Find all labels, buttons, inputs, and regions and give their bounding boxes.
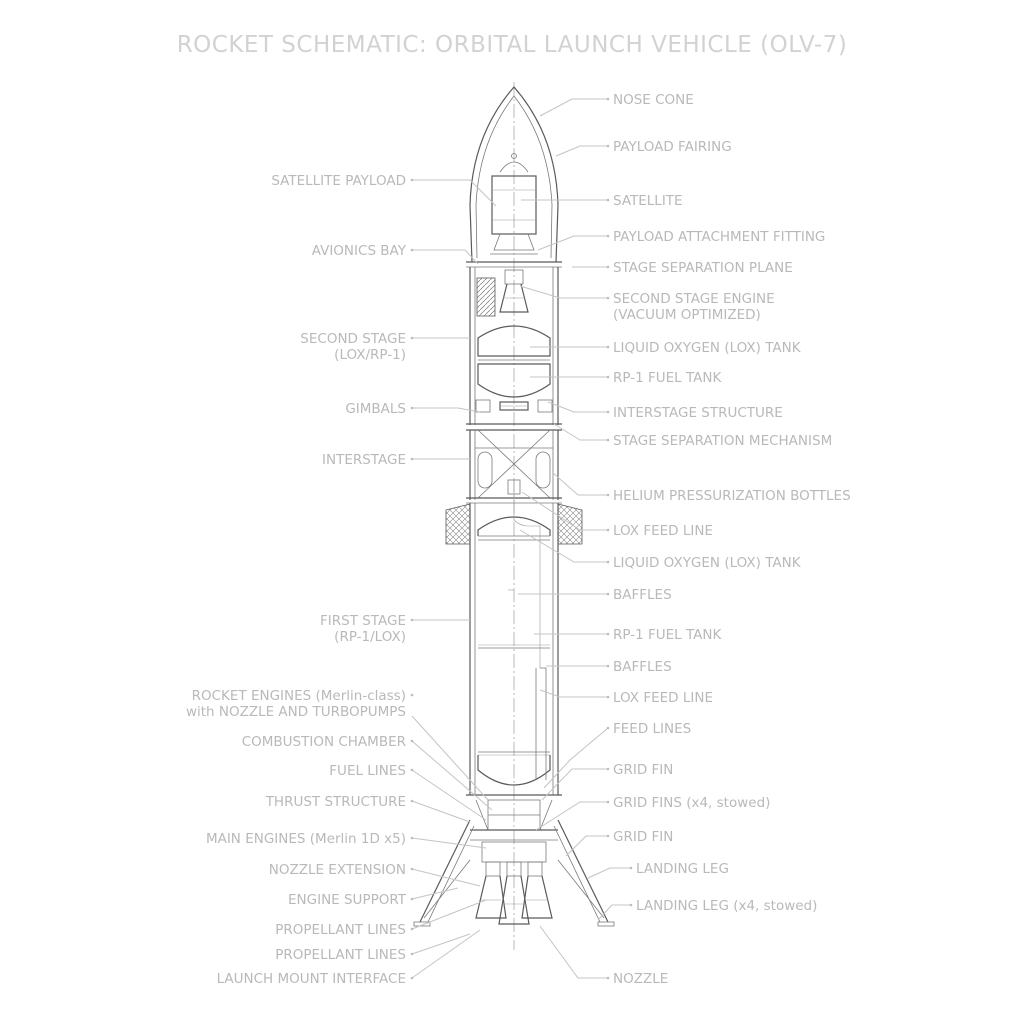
leader-dot	[606, 632, 610, 636]
label-launch-mount-interface: LAUNCH MOUNT INTERFACE	[217, 971, 406, 987]
label-thrust-structure: THRUST STRUCTURE	[265, 794, 406, 810]
leader-dot	[606, 726, 610, 730]
leader-dot	[410, 927, 414, 931]
label-landing-leg-stowed: LANDING LEG (x4, stowed)	[636, 898, 817, 914]
gimbals-outline	[475, 399, 553, 413]
label-satellite-payload: SATELLITE PAYLOAD	[271, 173, 406, 189]
label-satellite: SATELLITE	[613, 193, 683, 209]
upper-rp1-tank	[477, 363, 551, 398]
leader-lines	[411, 98, 632, 979]
label-engine-support: ENGINE SUPPORT	[288, 892, 407, 908]
label-nose-cone: NOSE CONE	[613, 92, 694, 108]
label-grid-fin-1: GRID FIN	[613, 762, 673, 778]
label-second-stage: SECOND STAGE(LOX/RP-1)	[300, 331, 406, 363]
label-propellant-lines-2: PROPELLANT LINES	[275, 947, 406, 963]
leader-dot	[410, 976, 414, 980]
leader-dot	[410, 768, 414, 772]
label-nozzle: NOZZLE	[613, 971, 668, 987]
label-rp1-fuel-tank-lower: RP-1 FUEL TANK	[613, 627, 722, 643]
leader-dot	[410, 897, 414, 901]
label-first-stage: FIRST STAGE(RP-1/LOX)	[320, 613, 406, 645]
label-landing-leg: LANDING LEG	[636, 861, 729, 877]
leader-dot	[410, 336, 414, 340]
leader-dot	[410, 836, 414, 840]
label-lox-feed-line-lower: LOX FEED LINE	[613, 690, 713, 706]
leader-dot	[606, 592, 610, 596]
leader-dot	[606, 375, 610, 379]
leader-dot	[606, 560, 610, 564]
label-lox-tank-upper: LIQUID OXYGEN (LOX) TANK	[613, 340, 802, 356]
leader-dot	[606, 97, 610, 101]
leader-dot	[606, 528, 610, 532]
leader-dot	[410, 406, 414, 410]
label-propellant-lines-1: PROPELLANT LINES	[275, 922, 406, 938]
leader-dot	[606, 976, 610, 980]
leader-dot	[606, 664, 610, 668]
label-interstage: INTERSTAGE	[322, 452, 406, 468]
avionics-bay-box	[476, 277, 496, 317]
leader-dot	[629, 866, 633, 870]
label-grid-fin-2: GRID FIN	[613, 829, 673, 845]
label-payload-fairing: PAYLOAD FAIRING	[613, 139, 732, 155]
diagram-title: ROCKET SCHEMATIC: ORBITAL LAUNCH VEHICLE…	[177, 32, 848, 58]
leader-dot	[606, 410, 610, 414]
label-feed-lines: FEED LINES	[613, 721, 691, 737]
leader-dot	[410, 952, 414, 956]
label-interstage-structure: INTERSTAGE STRUCTURE	[613, 405, 783, 421]
grid-fin-left	[445, 503, 471, 545]
landing-legs-outline	[413, 819, 615, 927]
leader-dot	[606, 767, 610, 771]
labels-right: NOSE CONE PAYLOAD FAIRING SATELLITE PAYLOAD…	[606, 92, 851, 987]
label-payload-attachment-fitting: PAYLOAD ATTACHMENT FITTING	[613, 229, 825, 245]
label-rocket-engines: ROCKET ENGINES (Merlin-class)with NOZZLE…	[186, 688, 406, 720]
label-baffles-upper: BAFFLES	[613, 587, 672, 603]
rocket-drawing	[413, 82, 615, 950]
label-rp1-fuel-tank-upper: RP-1 FUEL TANK	[613, 370, 722, 386]
leader-dot	[606, 296, 610, 300]
label-stage-separation-mechanism: STAGE SEPARATION MECHANISM	[613, 433, 832, 449]
leader-dot	[410, 799, 414, 803]
label-lox-tank-lower: LIQUID OXYGEN (LOX) TANK	[613, 555, 802, 571]
label-stage-separation-plane: STAGE SEPARATION PLANE	[613, 260, 793, 276]
label-avionics-bay: AVIONICS BAY	[312, 243, 407, 259]
leader-dot	[410, 178, 414, 182]
label-combustion-chamber: COMBUSTION CHAMBER	[242, 734, 406, 750]
payload-fairing-outline	[469, 86, 559, 263]
leader-dot	[410, 618, 414, 622]
satellite-outline	[490, 153, 538, 255]
labels-left: SATELLITE PAYLOAD AVIONICS BAY SECOND STAG…	[186, 173, 414, 987]
leader-dot	[410, 739, 414, 743]
label-fuel-lines: FUEL LINES	[329, 763, 406, 779]
label-nozzle-extension: NOZZLE EXTENSION	[269, 862, 406, 878]
leader-dot	[606, 198, 610, 202]
label-grid-fins-stowed: GRID FINS (x4, stowed)	[613, 795, 770, 811]
second-stage-engine-outline	[499, 269, 529, 313]
leader-dot	[410, 248, 414, 252]
label-baffles-lower: BAFFLES	[613, 659, 672, 675]
label-main-engines: MAIN ENGINES (Merlin 1D x5)	[206, 831, 406, 847]
label-lox-feed-line-upper: LOX FEED LINE	[613, 523, 713, 539]
main-engines-outline	[475, 841, 553, 925]
leader-dot	[410, 867, 414, 871]
leader-dot	[410, 457, 414, 461]
leader-dot	[606, 345, 610, 349]
leader-dot	[606, 695, 610, 699]
label-helium-bottles: HELIUM PRESSURIZATION BOTTLES	[613, 488, 851, 504]
leader-dot	[606, 144, 610, 148]
leader-dot	[606, 800, 610, 804]
leader-dot	[606, 493, 610, 497]
leader-dot	[606, 265, 610, 269]
leader-dot	[410, 693, 414, 697]
upper-lox-tank	[477, 325, 551, 357]
leader-dot	[606, 234, 610, 238]
label-second-stage-engine: SECOND STAGE ENGINE(VACUUM OPTIMIZED)	[613, 291, 775, 323]
label-gimbals: GIMBALS	[345, 401, 406, 417]
leader-dot	[629, 903, 633, 907]
leader-dot	[606, 438, 610, 442]
leader-dot	[606, 834, 610, 838]
